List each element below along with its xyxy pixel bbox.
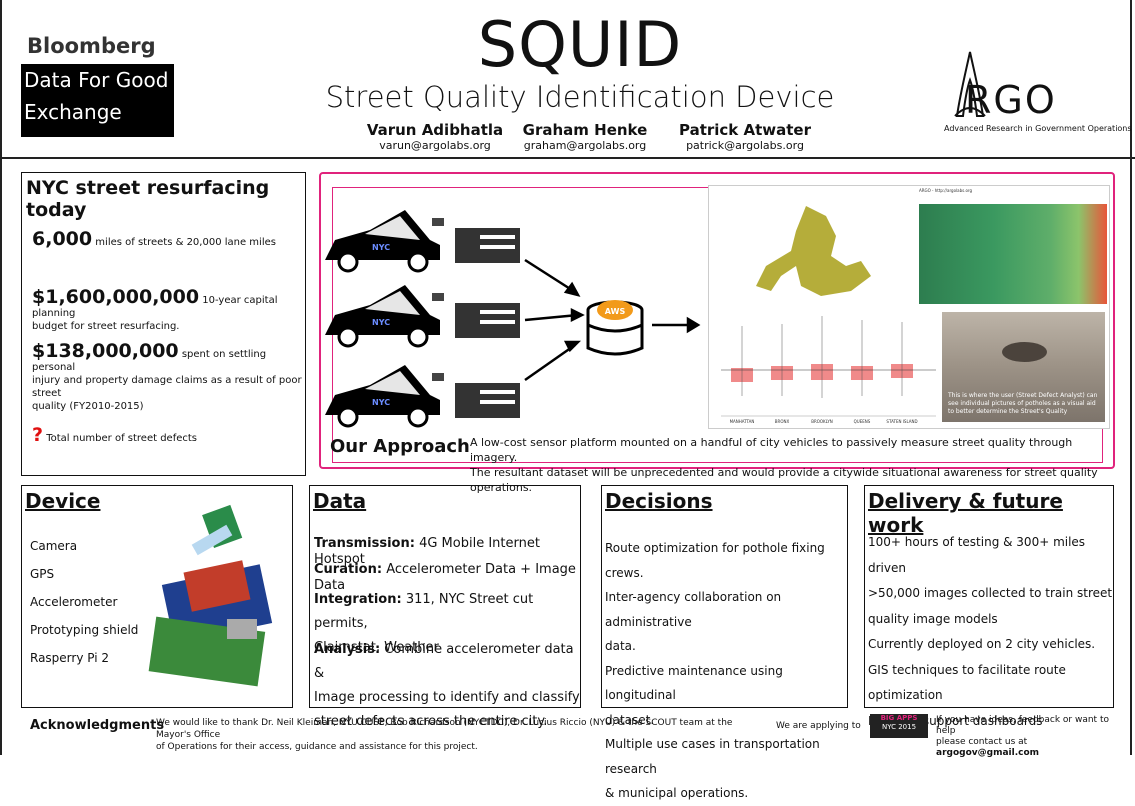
svg-text:NYC: NYC bbox=[372, 398, 390, 407]
header-divider bbox=[0, 157, 1135, 159]
data-transmission: Transmission: 4G Mobile Internet Hotspot bbox=[314, 536, 540, 567]
decisions-title: Decisions bbox=[605, 489, 713, 513]
acknowledgments-text: We would like to thank Dr. Neil Kleiman,… bbox=[156, 718, 733, 752]
poster-title: SQUID bbox=[477, 8, 683, 81]
car-label: NYC bbox=[372, 243, 390, 252]
treemap bbox=[919, 204, 1107, 304]
right-border bbox=[1130, 0, 1132, 755]
delivery-list: 100+ hours of testing & 300+ miles drive… bbox=[868, 535, 1113, 728]
argo-tagline: Advanced Research in Government Operatio… bbox=[944, 124, 1132, 133]
data-curation: Curation: Accelerometer Data + Image Dat… bbox=[314, 562, 576, 593]
approach-title: Our Approach bbox=[330, 436, 470, 457]
stat-miles: 6,000 miles of streets & 20,000 lane mil… bbox=[32, 228, 276, 250]
vehicle-3: NYC bbox=[325, 365, 520, 428]
acknowledgments-title: Acknowledgments bbox=[30, 718, 165, 733]
svg-text:QUEENS: QUEENS bbox=[854, 419, 871, 424]
approach-frame bbox=[319, 172, 1115, 469]
nyc-title: NYC street resurfacing today bbox=[26, 177, 270, 221]
author-2: Graham Henke graham@argolabs.org bbox=[522, 121, 648, 152]
stat-claims: $138,000,000 spent on settling personal … bbox=[32, 340, 302, 413]
svg-text:MANHATTAN: MANHATTAN bbox=[730, 419, 755, 424]
left-border bbox=[0, 0, 2, 755]
arrow-to-dashboard bbox=[652, 316, 701, 334]
borough-map bbox=[756, 206, 871, 296]
boxplot-chart: MANHATTAN BRONX BROOKLYN QUEENS STATEN I… bbox=[721, 316, 936, 424]
data-panel: Data Transmission: 4G Mobile Internet Ho… bbox=[309, 485, 581, 729]
dfg-exchange-logo: Data For Good Exchange bbox=[21, 64, 174, 137]
device-item: Rasperry Pi 2 bbox=[30, 651, 110, 665]
svg-text:STATEN ISLAND: STATEN ISLAND bbox=[886, 419, 917, 424]
device-item: Camera bbox=[30, 539, 78, 553]
device-title: Device bbox=[25, 489, 101, 513]
vehicle-1: NYC bbox=[325, 210, 520, 273]
vehicle-2: NYC bbox=[325, 285, 520, 348]
approach-description: A low-cost sensor platform mounted on a … bbox=[470, 436, 1098, 494]
dashboard-screenshot: ARGO - http://argolabs.org MANHATTAN BRO… bbox=[708, 185, 1110, 429]
device-hardware-photo bbox=[148, 504, 273, 687]
argo-wordmark: RGO bbox=[965, 78, 1057, 122]
pothole-photo: This is where the user (Street Defect An… bbox=[942, 312, 1105, 422]
device-item: Accelerometer bbox=[30, 595, 118, 609]
data-title: Data bbox=[313, 489, 367, 513]
svg-text:BRONX: BRONX bbox=[775, 419, 790, 424]
argo-star-icon bbox=[954, 51, 986, 117]
decisions-list: Route optimization for pothole fixing cr… bbox=[605, 541, 825, 800]
data-integration: Integration: 311, NYC Street cut permits… bbox=[314, 592, 534, 655]
stat-defects: ? Total number of street defects bbox=[32, 424, 198, 446]
bloomberg-logo: Bloomberg bbox=[27, 34, 156, 58]
contact-email[interactable]: argogov@gmail.com bbox=[936, 748, 1040, 758]
poster-subtitle: Street Quality Identification Device bbox=[325, 80, 835, 114]
device-item: GPS bbox=[30, 567, 55, 581]
contact-text: If you have ideas, feedback or want to h… bbox=[936, 715, 1109, 758]
cloud-label: AWS bbox=[605, 307, 626, 316]
bigapps-logo: BIG APPS NYC 2015 bbox=[870, 714, 928, 738]
decisions-panel: Decisions Route optimization for pothole… bbox=[601, 485, 848, 800]
arrows-to-cloud bbox=[524, 258, 585, 382]
aws-database-icon: AWS bbox=[586, 300, 644, 356]
delivery-panel: Delivery & future work 100+ hours of tes… bbox=[864, 485, 1114, 728]
svg-text:NYC: NYC bbox=[372, 318, 390, 327]
approach-diagram: NYC NYC NYC AW bbox=[325, 210, 701, 428]
author-3: Patrick Atwater patrick@argolabs.org bbox=[678, 121, 811, 152]
svg-text:BROOKLYN: BROOKLYN bbox=[811, 419, 833, 424]
apply-text: We are applying to bbox=[776, 721, 861, 731]
delivery-title: Delivery & future work bbox=[868, 489, 1063, 537]
stat-capital: $1,600,000,000 10-year capital planning … bbox=[32, 286, 278, 333]
device-item: Prototyping shield bbox=[30, 623, 139, 637]
device-panel: Device Camera GPS Accelerometer Prototyp… bbox=[21, 485, 293, 708]
nyc-resurfacing-box: NYC street resurfacing today 6,000 miles… bbox=[21, 172, 306, 476]
author-1: Varun Adibhatla varun@argolabs.org bbox=[366, 121, 504, 152]
data-analysis: Analysis: Combine accelerometer data &Im… bbox=[314, 642, 580, 729]
